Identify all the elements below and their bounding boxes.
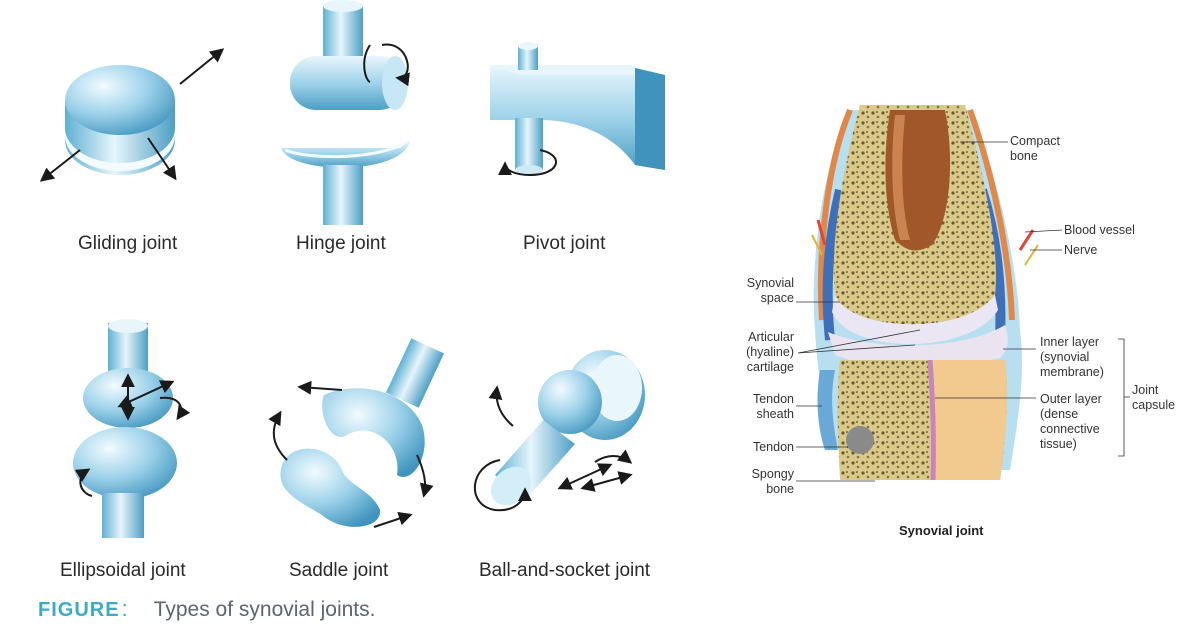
blood-vessel-label: Blood vessel (1064, 223, 1135, 237)
nerve-label: Nerve (1064, 243, 1098, 257)
tendon-sheath-label-line1: Tendon (752, 392, 794, 406)
hinge-joint-caption: Hinge joint (296, 233, 386, 254)
outer-layer-label-line2: (dense (1040, 407, 1079, 421)
ball-and-socket-joint-illustration (465, 340, 665, 530)
joint-capsule-label: Joint capsule (1132, 383, 1175, 413)
ellipsoidal-joint-illustration (60, 318, 200, 543)
articular-cartilage-label-line1: Articular (748, 330, 794, 344)
outer-layer-label-line3: connective (1040, 422, 1100, 436)
synovial-space-label: Synovial space (720, 276, 794, 306)
tendon-label: Tendon (752, 440, 794, 454)
spongy-bone-label: Spongy bone (720, 467, 794, 497)
saddle-joint-illustration (262, 335, 452, 535)
inner-layer-label-line3: membrane) (1040, 365, 1104, 379)
synovial-joint-drawing (796, 105, 1130, 482)
figure-caption: FIGURE: Types of synovial joints. (38, 596, 375, 622)
ellipsoidal-joint-caption: Ellipsoidal joint (60, 560, 186, 581)
compact-bone-label-line1: Compact (1010, 134, 1061, 148)
tendon-sheath-label: Tendon sheath (720, 392, 794, 422)
figure-caption-label: FIGURE (38, 599, 120, 621)
pivot-joint-illustration (480, 40, 670, 200)
inner-layer-label-line1: Inner layer (1040, 335, 1100, 349)
joint-capsule-label-line1: Joint (1132, 383, 1159, 397)
articular-cartilage-label-line3: cartilage (746, 360, 794, 374)
inner-layer-label-line2: (synovial (1040, 350, 1090, 364)
ball-and-socket-joint-caption: Ball-and-socket joint (479, 560, 651, 581)
articular-cartilage-label: Articular (hyaline) cartilage (720, 330, 794, 375)
synovial-joint-anatomy: Compact bone Blood vessel Nerve Synovial… (700, 70, 1196, 550)
synovial-space-label-line2: space (760, 291, 794, 305)
saddle-joint-caption: Saddle joint (289, 560, 389, 581)
gliding-joint-caption: Gliding joint (78, 233, 178, 254)
compact-bone-label-line2: bone (1010, 149, 1038, 163)
spongy-bone-label-line2: bone (766, 482, 794, 496)
inner-layer-label: Inner layer (synovial membrane) (1040, 335, 1104, 380)
synovial-joint-title: Synovial joint (899, 523, 984, 538)
figure-caption-separator: : (121, 596, 128, 621)
synovial-space-label-line1: Synovial (746, 276, 794, 290)
outer-layer-label: Outer layer (dense connective tissue) (1040, 392, 1102, 452)
joint-capsule-label-line2: capsule (1132, 398, 1176, 412)
pivot-joint-caption: Pivot joint (523, 233, 606, 254)
figure-caption-text: Types of synovial joints. (153, 598, 376, 621)
articular-cartilage-label-line2: (hyaline) (746, 345, 794, 359)
spongy-bone-label-line1: Spongy (751, 467, 794, 481)
gliding-joint-illustration (30, 40, 230, 200)
tendon-sheath-label-line2: sheath (756, 407, 794, 421)
compact-bone-label: Compact bone (1010, 134, 1060, 164)
outer-layer-label-line1: Outer layer (1040, 392, 1102, 406)
hinge-joint-illustration (270, 0, 430, 230)
outer-layer-label-line4: tissue) (1040, 437, 1077, 451)
